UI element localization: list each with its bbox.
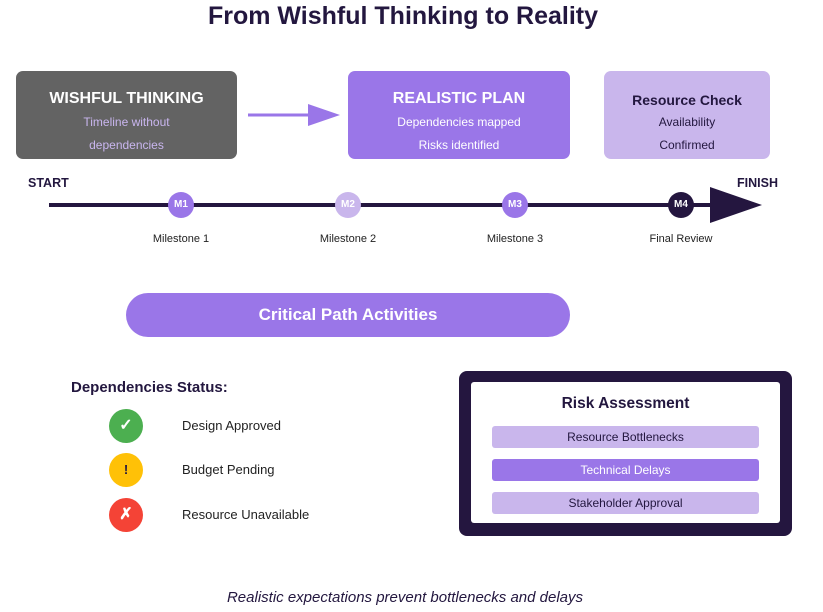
milestone-label-2: Milestone 2 (319, 233, 377, 245)
milestone-label-1: Milestone 1 (152, 233, 210, 245)
realistic-plan-line-2: Risks identified (418, 138, 500, 152)
risk-assessment-title: Risk Assessment (561, 395, 690, 412)
dependency-label: Resource Unavailable (182, 507, 310, 522)
timeline-start-label: START (28, 176, 69, 190)
milestone-marker-4[interactable]: M4 (668, 192, 694, 218)
wishful-thinking-heading: WISHFUL THINKING (49, 90, 204, 107)
risk-item: Technical Delays (492, 459, 759, 481)
timeline-axis (49, 187, 762, 223)
timeline-finish-label: FINISH (737, 176, 778, 190)
resource-check-box: Resource Check Availability Confirmed (604, 71, 770, 159)
wishful-thinking-box: WISHFUL THINKING Timeline without depend… (16, 71, 237, 159)
cross-icon: ✗ (109, 498, 143, 532)
realistic-plan-heading: REALISTIC PLAN (392, 90, 526, 107)
warning-icon: ! (109, 453, 143, 487)
resource-check-line-2: Confirmed (659, 138, 715, 152)
milestone-label-4: Final Review (649, 233, 713, 245)
risk-item: Resource Bottlenecks (492, 426, 759, 448)
milestone-label-3: Milestone 3 (486, 233, 544, 245)
page-title: From Wishful Thinking to Reality (207, 2, 599, 30)
resource-check-heading: Resource Check (632, 92, 742, 108)
risk-item: Stakeholder Approval (492, 492, 759, 514)
milestone-marker-2[interactable]: M2 (335, 192, 361, 218)
transition-arrow-icon (248, 104, 340, 126)
dependency-label: Design Approved (182, 418, 282, 433)
dependencies-title: Dependencies Status: (71, 379, 228, 396)
timeline-arrowhead-icon (710, 187, 762, 223)
resource-check-line-1: Availability (658, 115, 716, 129)
wishful-thinking-line-1: Timeline without (83, 115, 170, 129)
milestone-marker-1[interactable]: M1 (168, 192, 194, 218)
realistic-plan-box: REALISTIC PLAN Dependencies mapped Risks… (348, 71, 570, 159)
check-icon: ✓ (109, 409, 143, 443)
dependency-label: Budget Pending (182, 462, 275, 477)
milestone-marker-3[interactable]: M3 (502, 192, 528, 218)
realistic-plan-line-1: Dependencies mapped (397, 115, 521, 129)
critical-path-button[interactable]: Critical Path Activities (126, 293, 570, 337)
footer-caption: Realistic expectations prevent bottlenec… (226, 589, 584, 606)
wishful-thinking-line-2: dependencies (89, 138, 164, 152)
